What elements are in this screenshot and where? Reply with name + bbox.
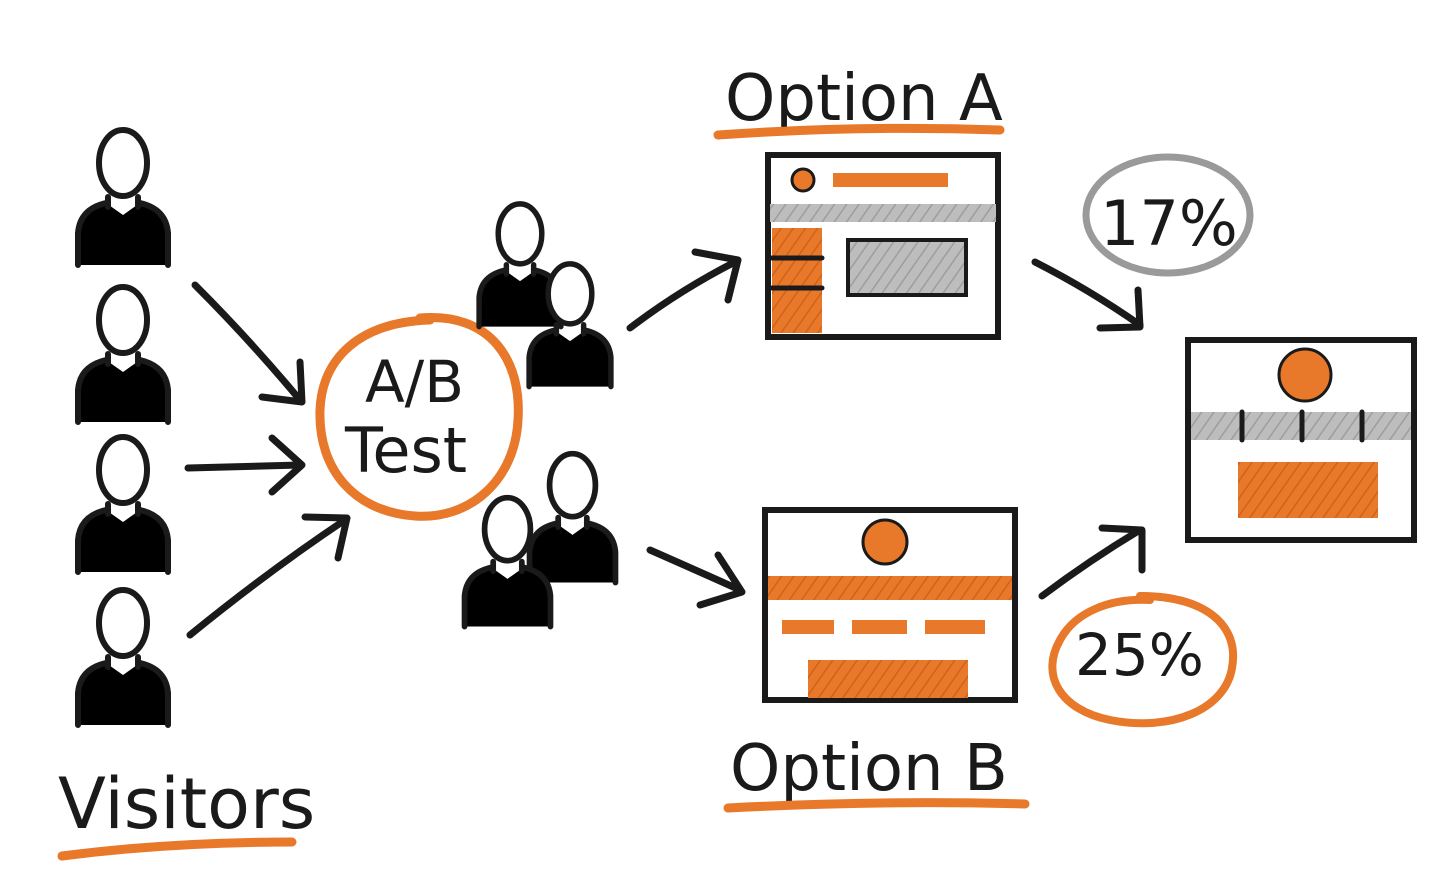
option-a-underline [713,123,1005,140]
option-b-cta [808,660,968,698]
arrow-icon [1031,258,1144,329]
arrow-icon [184,461,304,472]
group-a-users [479,204,611,387]
option-a-content-image [846,238,968,297]
option-a-header-bar [833,173,948,187]
option-b-logo [861,518,909,566]
arrow-head-icon [1098,524,1146,574]
option-b-tab [852,620,907,634]
option-a-nav-bar [770,204,996,222]
visitor-arrows [184,281,351,639]
option-a-label: Option A [725,62,1003,136]
arrow-icon [1038,526,1144,600]
arrow-icon [626,258,739,332]
ab-test-circle [315,313,523,521]
visitor-icon [78,287,168,422]
option-a-page [765,152,1001,340]
option-b-tab [782,620,834,634]
visitors-label: Visitors [58,763,315,845]
result-page [1185,337,1417,543]
arrow-icon [191,281,304,404]
option-a-conversion: 17% [1082,153,1254,277]
option-a-logo [790,167,816,193]
arrow-head-icon [258,358,306,406]
visitors-column [78,130,168,725]
arrow-head-icon [268,434,306,496]
option-a-rate: 17% [1100,187,1238,260]
option-b-rate: 25% [1075,621,1204,689]
option-b-rate-circle [1048,592,1238,728]
option-a-rate-circle [1082,153,1254,277]
option-b-conversion: 25% [1048,592,1238,728]
visitor-icon [78,590,168,725]
ab-test-node: A/B Test [315,313,523,521]
option-b-label: Option B [730,732,1008,806]
arrow-head-icon [691,248,742,304]
arrow-head-icon [696,551,746,609]
option-b-tab [925,620,985,634]
arrow-icon [186,516,349,639]
result-arrows [1031,258,1146,600]
group-arrows [626,248,746,609]
result-logo [1277,347,1333,403]
option-b-nav-bar [768,576,1012,600]
option-b-page [762,507,1018,703]
visitor-icon [78,437,168,572]
ab-test-label-line2: Test [344,414,467,487]
ab-test-label-line1: A/B [365,348,464,416]
arrow-head-icon [301,513,351,562]
arrow-head-icon [1096,286,1144,332]
user-icon [530,454,616,583]
visitor-icon [78,130,168,265]
group-b-users [465,454,616,627]
option-a-sidebar [772,228,822,333]
option-b-underline [723,798,1030,813]
visitors-underline [57,837,297,861]
arrow-icon [646,546,744,594]
result-cta [1238,462,1378,518]
